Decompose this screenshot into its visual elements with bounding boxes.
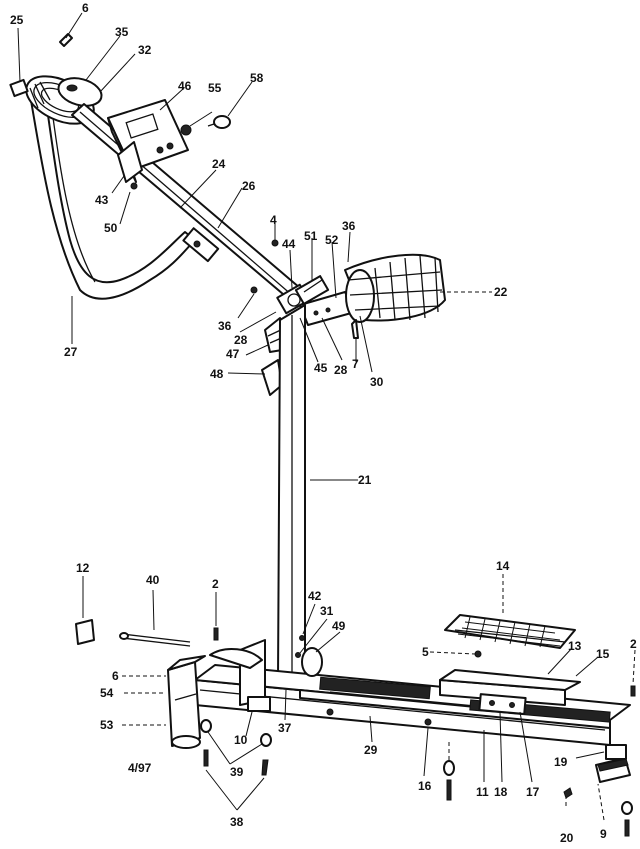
bolt-part-31 xyxy=(295,652,301,658)
callout-29: 29 xyxy=(364,743,378,757)
pedal-part-14 xyxy=(444,614,576,649)
callout-51: 51 xyxy=(304,229,318,243)
callout-58: 58 xyxy=(250,71,264,85)
callout-40: 40 xyxy=(146,573,160,587)
callout-54: 54 xyxy=(100,686,114,700)
end-foot-part-9 xyxy=(595,757,631,783)
callout-5: 5 xyxy=(422,645,429,659)
callout-48: 48 xyxy=(210,367,224,381)
leader-lines xyxy=(17,12,636,821)
callout-31: 31 xyxy=(320,604,334,618)
tube-part-51 xyxy=(294,275,330,305)
callout-47: 47 xyxy=(226,347,240,361)
callout-36-left: 36 xyxy=(218,319,232,333)
callout-28-left: 28 xyxy=(234,333,248,347)
screw-part-20 xyxy=(563,787,573,799)
bolt-part-2-left xyxy=(213,627,219,641)
foot-peg-part-16 xyxy=(443,760,455,801)
screw-part-7 xyxy=(351,319,359,339)
bracket-part-25 xyxy=(9,78,29,98)
callout-45: 45 xyxy=(314,361,328,375)
bolt-part-42 xyxy=(299,635,305,641)
callout-labels: 6 25 35 32 46 55 58 24 26 43 50 4 44 51 … xyxy=(10,1,637,845)
callout-7: 7 xyxy=(352,357,359,371)
callout-17: 17 xyxy=(526,785,540,799)
knob-part-58 xyxy=(207,115,231,129)
callout-20: 20 xyxy=(560,831,574,844)
pulley-cap-part-35 xyxy=(57,77,103,107)
screw-part-6-top xyxy=(59,33,73,47)
callout-38: 38 xyxy=(230,815,244,829)
callout-19: 19 xyxy=(554,755,568,769)
wheel-part-49 xyxy=(301,647,323,677)
screw-part-38a xyxy=(203,749,209,767)
callout-30: 30 xyxy=(370,375,384,389)
callout-25: 25 xyxy=(10,13,24,27)
callout-27: 27 xyxy=(64,345,78,359)
callout-24: 24 xyxy=(212,157,226,171)
bolt-part-36 xyxy=(250,286,258,294)
callout-15: 15 xyxy=(596,647,610,661)
axle-part-40 xyxy=(119,632,191,647)
date-code: 4/97 xyxy=(128,761,152,775)
callout-2-left: 2 xyxy=(212,577,219,591)
carriage-part-18 xyxy=(478,693,527,715)
callout-49: 49 xyxy=(332,619,346,633)
bolt-part-9b xyxy=(621,801,633,837)
bolt-part-2-right xyxy=(630,685,636,697)
callout-6-foot: 6 xyxy=(112,669,119,683)
callout-21: 21 xyxy=(358,473,372,487)
callout-10: 10 xyxy=(234,733,248,747)
foot-peg-part-39b xyxy=(260,733,272,747)
callout-42: 42 xyxy=(308,589,322,603)
callout-13: 13 xyxy=(568,639,582,653)
foot-peg-part-39a xyxy=(200,719,212,733)
callout-55: 55 xyxy=(208,81,222,95)
callout-22: 22 xyxy=(494,285,508,299)
callout-11: 11 xyxy=(476,785,489,799)
bolt-part-4 xyxy=(271,239,279,247)
callout-36-right: 36 xyxy=(342,219,356,233)
callout-9: 9 xyxy=(600,827,607,841)
callout-32: 32 xyxy=(138,43,152,57)
callout-44: 44 xyxy=(282,237,296,251)
callout-43: 43 xyxy=(95,193,109,207)
callout-50: 50 xyxy=(104,221,118,235)
callout-26: 26 xyxy=(242,179,256,193)
callout-53: 53 xyxy=(100,718,114,732)
callout-28-right: 28 xyxy=(334,363,348,377)
rail-track-part-13 xyxy=(439,669,581,706)
callout-35: 35 xyxy=(115,25,129,39)
pad-part-22 xyxy=(344,253,446,323)
callout-37: 37 xyxy=(278,721,292,735)
foot-block-part-53 xyxy=(167,655,206,749)
foot-part-19 xyxy=(605,744,627,760)
strap-part-27 xyxy=(29,94,196,300)
knob-part-55 xyxy=(180,124,192,136)
callout-2-right: 2 xyxy=(630,637,637,651)
bolt-part-50 xyxy=(130,182,138,190)
end-cap-part-12 xyxy=(75,619,95,645)
bracket-part-43 xyxy=(117,141,143,183)
callout-6-top: 6 xyxy=(82,1,89,15)
callout-18: 18 xyxy=(494,785,508,799)
callout-46: 46 xyxy=(178,79,192,93)
post-part-21 xyxy=(277,304,306,681)
callout-39: 39 xyxy=(230,765,244,779)
callout-14: 14 xyxy=(496,559,510,573)
callout-12: 12 xyxy=(76,561,90,575)
callout-52: 52 xyxy=(325,233,339,247)
crossbar xyxy=(209,639,266,706)
callout-4: 4 xyxy=(270,213,277,227)
callout-16: 16 xyxy=(418,779,432,793)
screw-part-38b xyxy=(261,759,269,776)
foot-part-10 xyxy=(247,696,271,712)
